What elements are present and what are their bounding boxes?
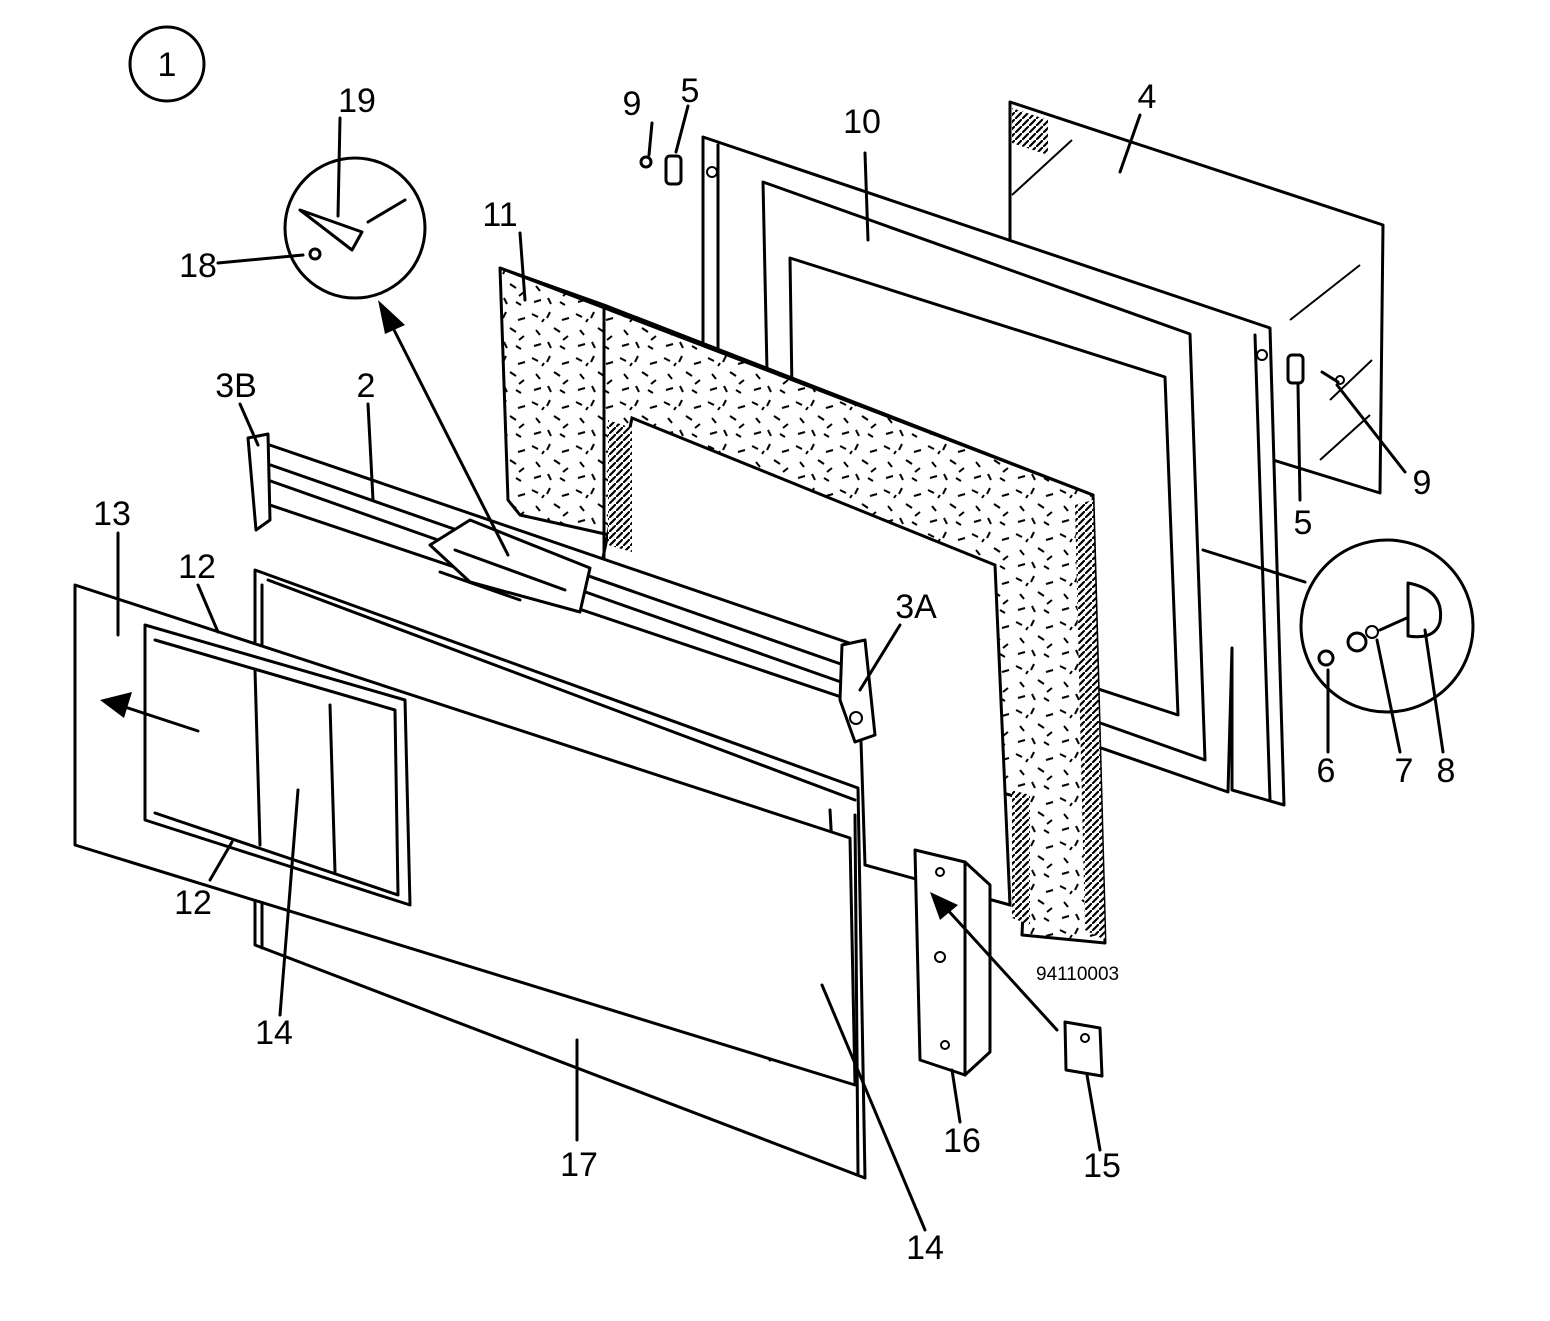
top-rail (246, 432, 877, 744)
label-18: 18 (179, 247, 217, 285)
label-11: 11 (482, 196, 517, 234)
label-3a: 3A (895, 588, 937, 626)
label-17: 17 (560, 1146, 598, 1184)
label-7: 7 (1395, 752, 1414, 790)
label-9-right: 9 (1413, 464, 1432, 502)
label-16: 16 (943, 1122, 981, 1160)
part-labels: 19 18 9 5 10 4 11 3B 2 9 5 13 12 3A 6 7 … (93, 72, 1455, 1267)
mounting-clip (1063, 1020, 1104, 1078)
small-fasteners (639, 154, 1345, 385)
label-9-top: 9 (623, 85, 642, 123)
detail-circle-fasteners (1299, 538, 1475, 714)
label-15: 15 (1083, 1147, 1121, 1185)
label-19: 19 (338, 82, 376, 120)
label-4: 4 (1138, 78, 1157, 116)
label-12-top: 12 (178, 548, 216, 586)
label-8: 8 (1437, 752, 1456, 790)
label-6: 6 (1317, 752, 1336, 790)
outer-window-panel (73, 583, 857, 1087)
drawing-code: 94110003 (1036, 964, 1119, 985)
label-14-bottom: 14 (906, 1229, 944, 1267)
figure-number: 1 (158, 46, 177, 84)
figure-number-badge: 1 (128, 25, 206, 103)
label-5-right: 5 (1294, 504, 1313, 542)
side-channel-bracket (913, 848, 992, 1077)
detail-circle-hinge (283, 156, 427, 300)
label-3b: 3B (215, 367, 257, 405)
label-10: 10 (843, 103, 881, 141)
label-14-left: 14 (255, 1014, 293, 1052)
foam-insulation (498, 266, 1107, 945)
label-13: 13 (93, 495, 131, 533)
leader-lines (100, 104, 1445, 1232)
label-12-bottom: 12 (174, 884, 212, 922)
label-2: 2 (357, 367, 376, 405)
label-5-top: 5 (681, 72, 700, 110)
